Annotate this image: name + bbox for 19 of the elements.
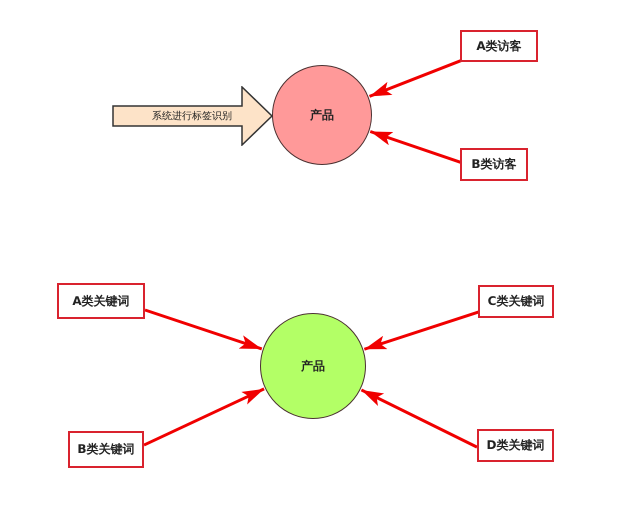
label-box bbox=[460, 30, 538, 62]
box-label: D类关键词 bbox=[486, 437, 544, 454]
box-label: B类访客 bbox=[471, 156, 517, 173]
label-box bbox=[57, 283, 145, 319]
arrow bbox=[144, 308, 262, 350]
arrow bbox=[368, 58, 463, 98]
label-box bbox=[477, 429, 554, 462]
label-box bbox=[478, 285, 554, 318]
label-box bbox=[460, 148, 528, 181]
label-box bbox=[68, 431, 144, 468]
box-label: B类关键词 bbox=[77, 441, 135, 458]
arrow-label: 系统进行标签识别 bbox=[152, 110, 232, 123]
arrow bbox=[360, 388, 478, 448]
box-label: A类访客 bbox=[476, 38, 522, 54]
box-label: A类关键词 bbox=[72, 292, 130, 310]
circle-label: 产品 bbox=[301, 358, 325, 374]
circle-label: 产品 bbox=[310, 106, 334, 124]
box-label: C类关键词 bbox=[488, 293, 544, 310]
arrow bbox=[143, 388, 265, 446]
